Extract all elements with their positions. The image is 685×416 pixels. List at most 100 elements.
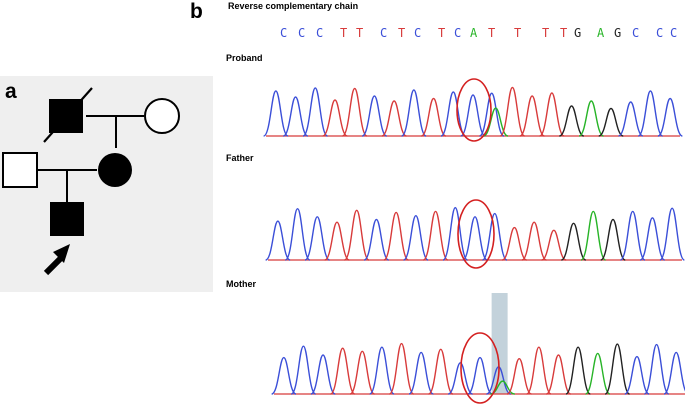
sequence-base: T	[488, 26, 495, 40]
chromatogram-peak	[478, 92, 505, 137]
chromatogram-peak	[604, 343, 631, 395]
chromatogram-father	[265, 199, 685, 269]
sequence-base: C	[298, 26, 305, 40]
variant-circle	[460, 332, 500, 404]
chromatogram-peak	[619, 210, 646, 261]
sequence-base: C	[280, 26, 287, 40]
chromatogram-peak	[506, 357, 532, 395]
chromatogram-peak	[460, 94, 486, 137]
chromatogram-peak	[501, 226, 527, 261]
sequence-base: G	[614, 26, 621, 40]
chromatogram-peak	[408, 351, 434, 395]
chromatogram-peak	[462, 216, 488, 261]
panel-b-label: b	[190, 0, 203, 23]
track-label-mother: Mother	[226, 279, 256, 289]
chromatogram-peak	[565, 346, 591, 395]
chromatogram-peak	[481, 212, 508, 261]
chromatogram-peak	[659, 207, 685, 261]
chromatogram-peak	[584, 352, 611, 395]
sequence-base: T	[514, 26, 521, 40]
chromatogram-peak	[499, 86, 526, 137]
chromatogram-peak	[526, 346, 552, 395]
chromatogram-peak	[388, 342, 415, 395]
chromatogram-peak	[422, 210, 449, 261]
chromatogram-peak	[383, 211, 410, 261]
pedigree-panel: a	[0, 76, 213, 292]
chromatogram-peak	[271, 356, 297, 395]
chromatogram-peak	[538, 92, 565, 137]
grandmother-unaffected	[144, 98, 180, 134]
chromatogram-peak	[580, 210, 607, 261]
chromatogram-peak	[324, 221, 350, 261]
mother-affected	[98, 153, 132, 187]
sequence-base: T	[542, 26, 549, 40]
chromatogram-peak	[369, 346, 395, 395]
chromatogram-peak	[343, 209, 370, 261]
sequence-base: C	[670, 26, 677, 40]
chromatogram-peak	[578, 100, 604, 137]
sequence-base: C	[632, 26, 639, 40]
sequence-base: T	[356, 26, 363, 40]
chromatogram-peak	[381, 100, 407, 137]
chromatogram-peak	[322, 99, 348, 137]
deceased-slash	[43, 87, 93, 143]
sequence-base: T	[398, 26, 405, 40]
chromatogram-peak	[284, 207, 311, 261]
sequence-base: C	[380, 26, 387, 40]
sequence-base: C	[316, 26, 323, 40]
chromatogram-peak	[304, 216, 331, 261]
chromatogram-peak	[442, 206, 469, 261]
chromatogram-peak	[302, 87, 329, 137]
chromatogram-mother	[271, 293, 685, 404]
variant-circle	[456, 78, 492, 142]
chromatogram-peak	[657, 97, 683, 137]
track-label-father: Father	[226, 153, 254, 163]
sequence-base: T	[340, 26, 347, 40]
chromatogram-peak	[624, 355, 650, 395]
proband-arrow-icon	[43, 244, 70, 276]
chromatogram-peak	[560, 222, 587, 261]
chromatogram-peak	[420, 97, 447, 137]
chromatogram-peak	[265, 220, 291, 261]
chromatogram-peak	[519, 95, 546, 137]
chromatogram-peak	[639, 217, 666, 261]
chromatogram-peak	[440, 91, 467, 137]
sequence-base: C	[656, 26, 663, 40]
chromatogram-peak	[361, 95, 388, 137]
sequence-base: A	[470, 26, 478, 40]
chromatogram-peak	[467, 356, 493, 395]
sequence-title: Reverse complementary chain	[228, 1, 358, 11]
sequence-base: T	[438, 26, 445, 40]
sequence-base: C	[454, 26, 461, 40]
proband-affected	[50, 202, 84, 236]
chromatogram-peak	[400, 89, 427, 137]
chromatogram-peak	[521, 221, 547, 261]
chromatogram-peak	[447, 362, 473, 395]
chromatogram-peak	[600, 218, 626, 261]
chromatogram-peak	[341, 87, 368, 137]
chromatogram-peak	[637, 90, 664, 137]
chromatogram-peak	[402, 215, 429, 261]
chromatogram-peak	[598, 107, 624, 137]
chromatogram-peak	[618, 101, 644, 137]
sequence-base: C	[414, 26, 421, 40]
sequence-base: G	[574, 26, 581, 40]
father-unaffected	[2, 152, 38, 188]
panel-a-label: a	[5, 80, 17, 103]
chromatogram-peak	[427, 348, 454, 395]
chromatogram-peak	[663, 351, 685, 395]
track-label-proband: Proband	[226, 53, 263, 63]
chromatogram-peak	[282, 96, 309, 137]
variant-circle	[457, 199, 495, 269]
chromatogram-peak	[349, 350, 376, 395]
chromatogram-peak	[545, 354, 572, 395]
chromatogram-peak	[310, 354, 336, 395]
chromatogram-peak	[262, 90, 289, 137]
sequence-base: A	[597, 26, 605, 40]
variant-highlight-band	[491, 293, 508, 394]
chromatogram-peak	[329, 347, 356, 395]
chromatogram-peak	[643, 343, 670, 395]
